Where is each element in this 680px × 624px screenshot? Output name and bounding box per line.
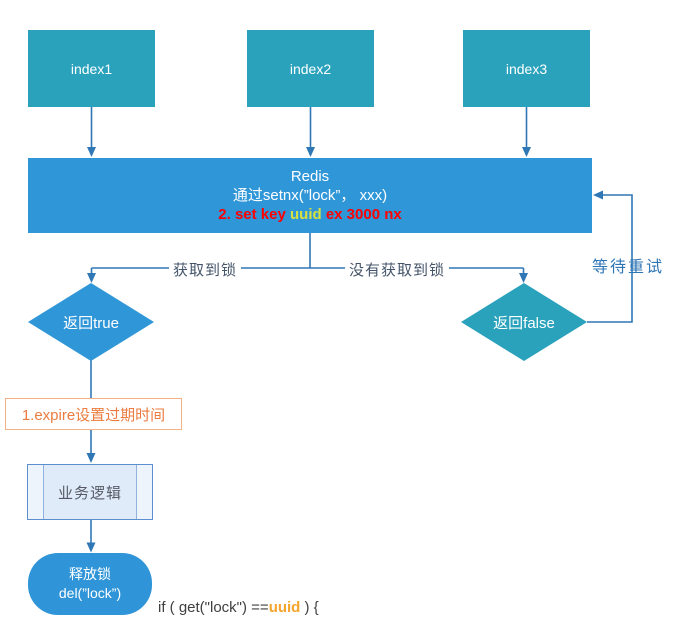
redis-box: Redis 通过setnx(”lock”， xxx) 2. set key uu… <box>28 158 592 233</box>
index1-box: index1 <box>28 30 155 107</box>
redis-setnx-line: 通过setnx(”lock”， xxx) <box>232 187 388 204</box>
expire-note-label: 1.expire设置过期时间 <box>21 406 166 424</box>
redis-set-command-line: 2. set key uuid ex 3000 nx <box>218 205 401 224</box>
process-left-bar <box>28 465 44 519</box>
code-snippet: if ( get("lock") ==uuid ) { del("lock");… <box>158 560 319 624</box>
index2-box: index2 <box>247 30 374 107</box>
code-line1-suffix: ) { <box>300 599 319 616</box>
business-logic-label: 业务逻辑 <box>57 484 122 502</box>
index1-label: index1 <box>70 60 113 77</box>
business-logic-box: 业务逻辑 <box>27 464 153 520</box>
process-right-bar <box>136 465 152 519</box>
set-command-prefix: 2. set key <box>218 206 290 223</box>
code-line-1: if ( get("lock") ==uuid ) { <box>158 598 319 617</box>
index3-box: index3 <box>463 30 590 107</box>
code-line1-prefix: if ( get("lock") == <box>158 599 269 616</box>
expire-note-box: 1.expire设置过期时间 <box>5 398 182 430</box>
redis-title: Redis <box>290 168 330 185</box>
index3-label: index3 <box>505 60 548 77</box>
code-line1-uuid: uuid <box>268 599 301 616</box>
edge-label-retry: 等待重试 <box>591 259 665 276</box>
edge-label-acquired: 获取到锁 <box>168 259 242 280</box>
set-command-uuid: uuid <box>290 206 322 223</box>
index2-label: index2 <box>289 60 332 77</box>
release-lock-shape: 释放锁 del(”lock”) <box>28 553 152 615</box>
release-lock-label: 释放锁 <box>69 566 111 582</box>
release-lock-command: del(”lock”) <box>58 585 122 601</box>
return-true-label: 返回true <box>63 314 119 332</box>
edge-label-not-acquired: 没有获取到锁 <box>344 259 450 280</box>
return-false-label: 返回false <box>493 314 555 332</box>
set-command-suffix: ex 3000 nx <box>321 206 402 223</box>
